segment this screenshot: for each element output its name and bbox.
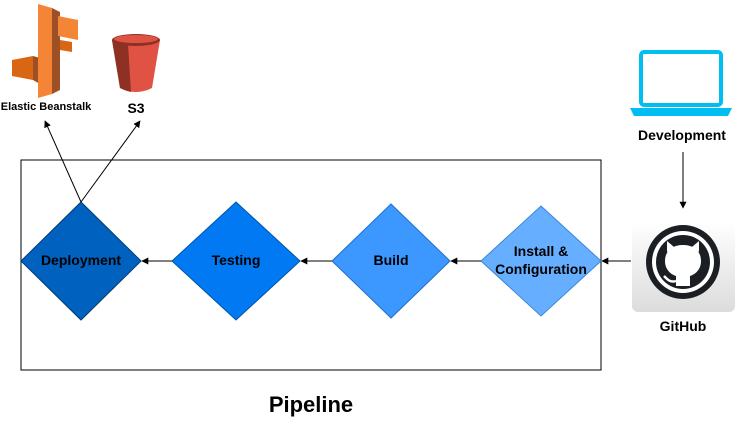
s3-label: S3 bbox=[127, 100, 145, 116]
testing-stage bbox=[171, 201, 301, 321]
development-label: Development bbox=[638, 127, 726, 143]
elastic-beanstalk-icon bbox=[12, 4, 78, 98]
install-configuration-stage bbox=[480, 205, 602, 317]
install-label-line1: Install & bbox=[513, 243, 569, 259]
testing-label: Testing bbox=[211, 252, 261, 268]
pipeline-container bbox=[20, 159, 602, 371]
build-label: Build bbox=[373, 252, 409, 268]
s3-icon bbox=[112, 34, 160, 92]
github-label: GitHub bbox=[659, 318, 707, 334]
deployment-stage bbox=[20, 201, 142, 321]
github-icon bbox=[632, 222, 735, 312]
arrow-deployment-to-s3 bbox=[80, 120, 141, 203]
beanstalk-label: Elastic Beanstalk bbox=[0, 101, 92, 113]
deployment-label: Deployment bbox=[40, 252, 122, 268]
arrow-deployment-to-beanstalk bbox=[44, 120, 82, 203]
laptop-icon bbox=[630, 50, 732, 116]
pipeline-title: Pipeline bbox=[268, 392, 354, 417]
install-label-line2: Configuration bbox=[495, 261, 587, 277]
build-stage bbox=[331, 203, 451, 319]
